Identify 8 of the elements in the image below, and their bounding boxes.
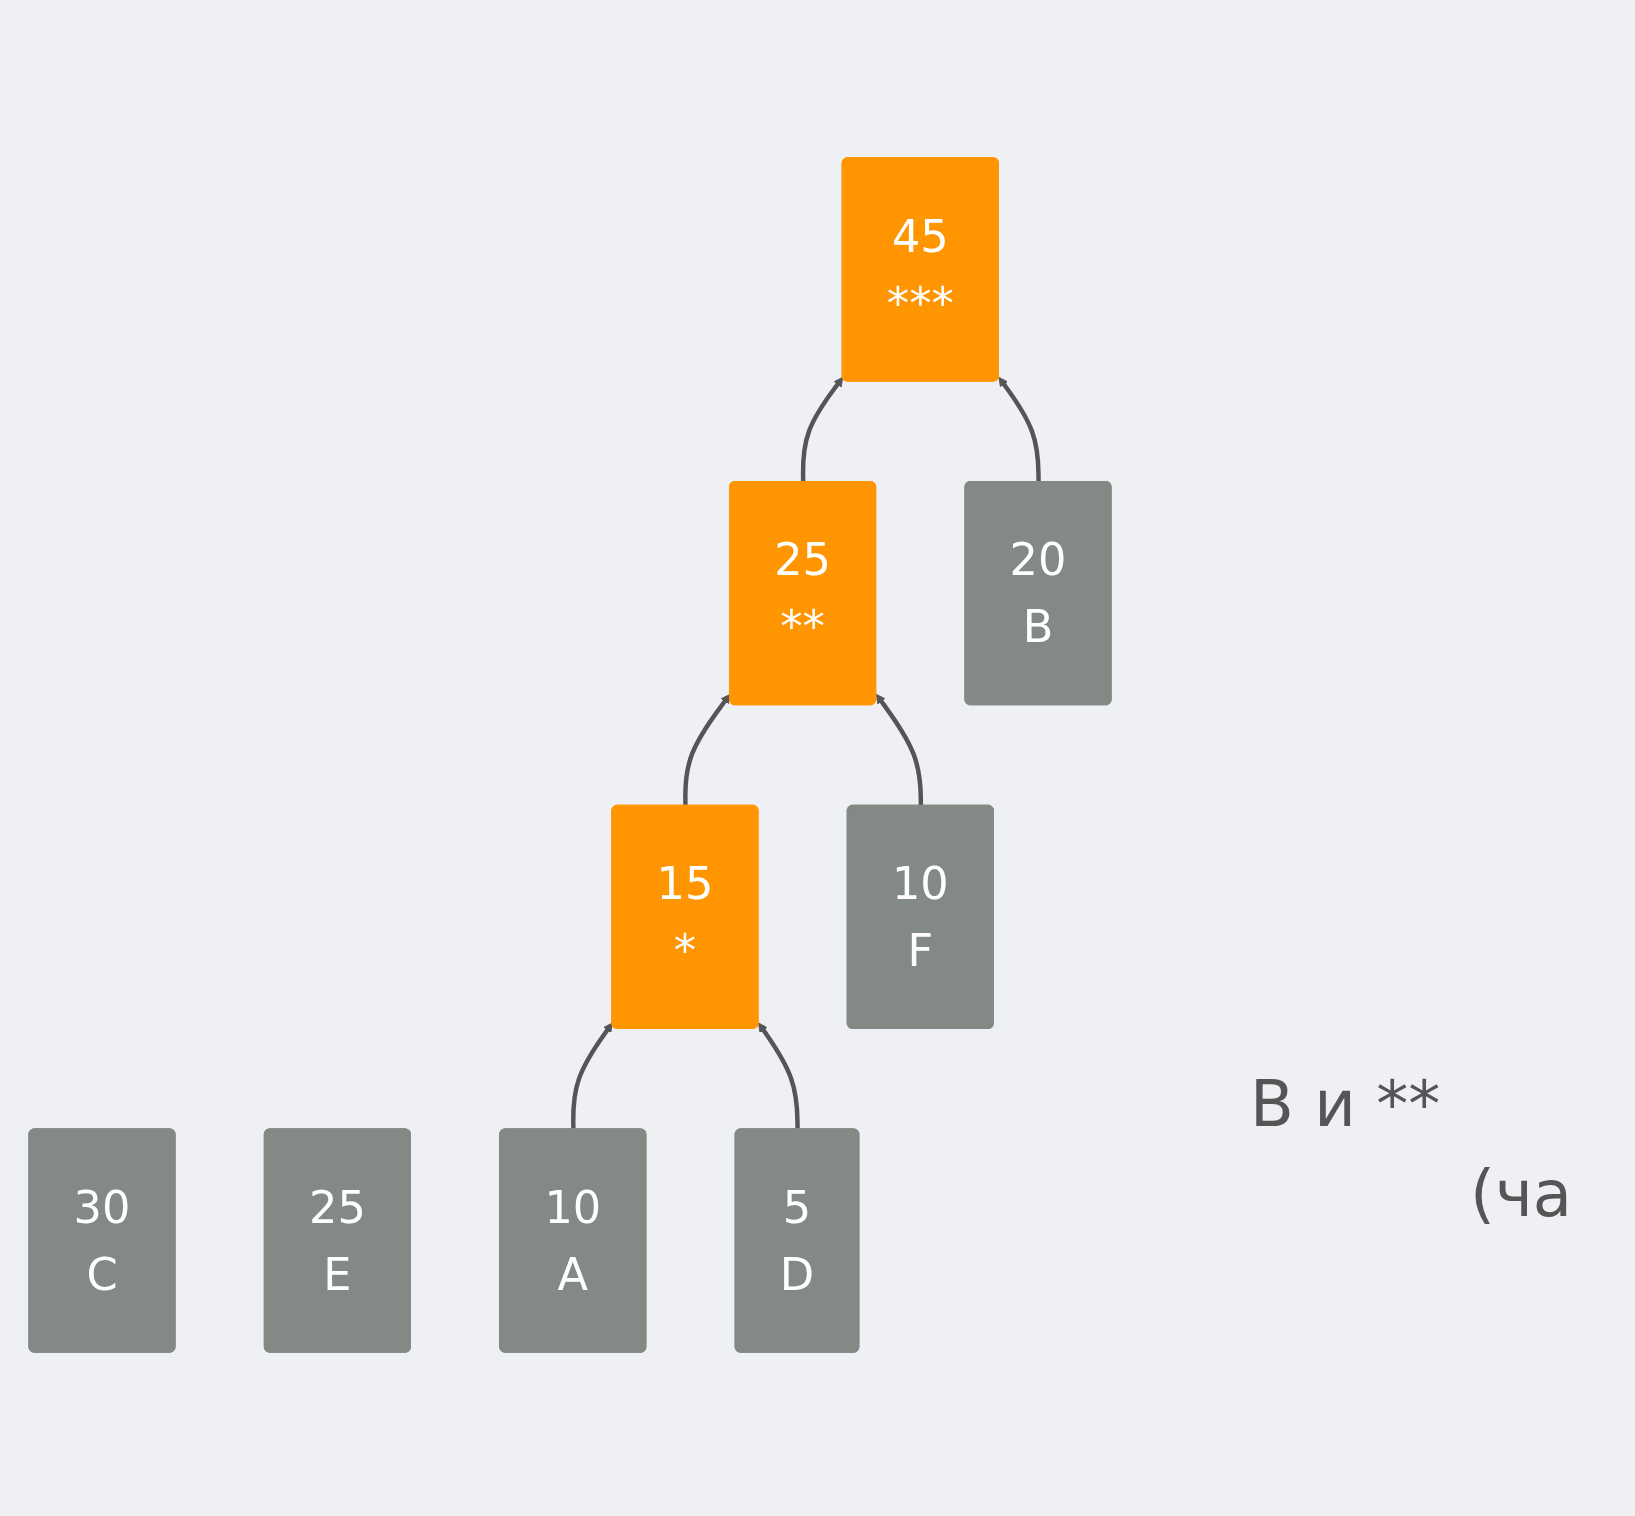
arrow — [758, 1022, 800, 1130]
note-text: (ча — [1469, 1155, 1572, 1233]
arrow — [571, 1022, 613, 1130]
arrow — [683, 693, 731, 806]
arrow — [998, 376, 1041, 483]
note-text: B и ** — [1250, 1066, 1442, 1143]
arrow — [800, 376, 844, 483]
arrow — [875, 693, 924, 806]
